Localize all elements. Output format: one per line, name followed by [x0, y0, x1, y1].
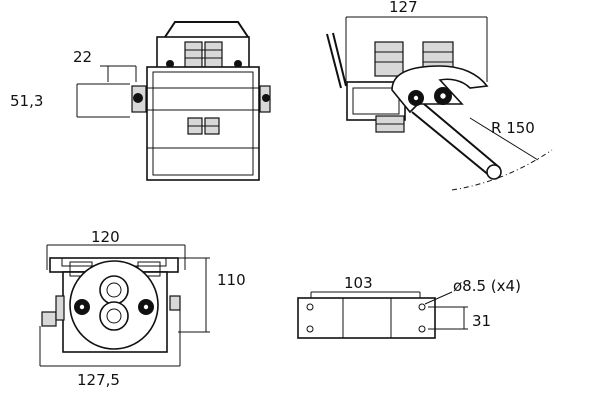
front-bolt-right: [234, 60, 242, 68]
top-stub-right: [169, 295, 181, 311]
front-body: [146, 66, 260, 181]
top-port-lower: [99, 301, 129, 331]
dim-hole: ø8.5 (x4): [453, 277, 521, 295]
plate-hole-3: [418, 303, 426, 311]
plate-body: [297, 297, 436, 339]
side-radius-arc: [451, 149, 553, 191]
dim-110: 110: [217, 271, 246, 289]
plate-hole-1: [306, 303, 314, 311]
front-fitting-right: [204, 41, 223, 71]
side-view: 127 R 150: [326, 0, 553, 191]
dim-51-3: 51,3: [10, 92, 43, 110]
side-arm-end: [486, 164, 502, 180]
dim-127-5: 127,5: [77, 371, 120, 389]
top-port-upper: [99, 275, 129, 305]
front-bolt-left: [166, 60, 174, 68]
front-manifold-top: [164, 21, 249, 38]
side-fitting-left: [374, 41, 404, 77]
side-arm-left: [326, 32, 347, 89]
dim-103: 103: [344, 274, 373, 292]
top-stub-left: [41, 311, 57, 327]
plate-hole-4: [418, 325, 426, 333]
plate-hole-2: [306, 325, 314, 333]
dim-22: 22: [73, 48, 92, 66]
top-view: 120 110 127,5: [39, 228, 246, 389]
front-view: 22 51,3: [10, 21, 271, 181]
plate-view: 103 ø8.5 (x4) 31: [297, 274, 521, 339]
dim-r150: R 150: [491, 119, 535, 137]
dim-127: 127: [389, 0, 418, 16]
front-fitting-left: [184, 41, 203, 71]
dim-31: 31: [472, 312, 491, 330]
dim-120: 120: [91, 228, 120, 246]
side-lever-arm: [411, 103, 501, 177]
